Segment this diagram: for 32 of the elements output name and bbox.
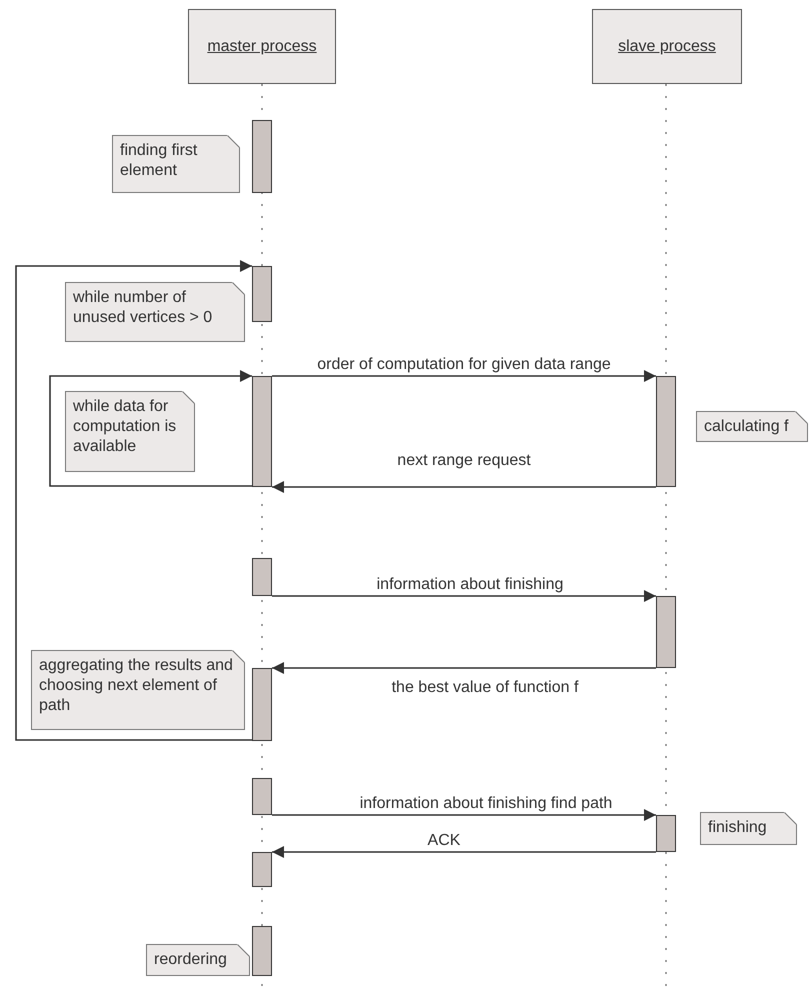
- activation-bar: [656, 815, 676, 852]
- lifeline-header: master process: [188, 9, 336, 84]
- note: aggregating the results and choosing next element of path: [31, 650, 245, 730]
- activation-bar: [252, 558, 272, 596]
- note: while data for computation is available: [65, 391, 195, 472]
- activation-bar: [252, 852, 272, 887]
- edge-label: order of computation for given data range: [315, 356, 613, 374]
- activation-bar: [656, 596, 676, 668]
- loop-arrow: [15, 260, 252, 741]
- edge-label: information about finishing: [374, 576, 566, 594]
- edge-label: information about finishing find path: [358, 795, 614, 813]
- note: reordering: [146, 944, 250, 976]
- note: finishing: [700, 812, 797, 845]
- activation-bar: [252, 266, 272, 322]
- lifeline-header: slave process: [592, 9, 742, 84]
- message-arrow: [272, 809, 656, 821]
- activation-bar: [252, 376, 272, 487]
- activation-bar: [252, 778, 272, 815]
- activation-bar: [252, 668, 272, 741]
- message-arrow: [272, 590, 656, 602]
- message-arrow: [272, 846, 656, 858]
- edge-label: next range request: [395, 452, 533, 470]
- note: finding first element: [112, 135, 240, 193]
- loop-arrow: [49, 370, 252, 487]
- activation-bar: [656, 376, 676, 487]
- message-arrow: [272, 370, 656, 382]
- message-arrow: [272, 662, 656, 674]
- note: while number of unused vertices > 0: [65, 282, 245, 342]
- activation-bar: [252, 120, 272, 193]
- message-arrow: [272, 481, 656, 493]
- note: calculating f: [696, 411, 808, 442]
- activation-bar: [252, 926, 272, 976]
